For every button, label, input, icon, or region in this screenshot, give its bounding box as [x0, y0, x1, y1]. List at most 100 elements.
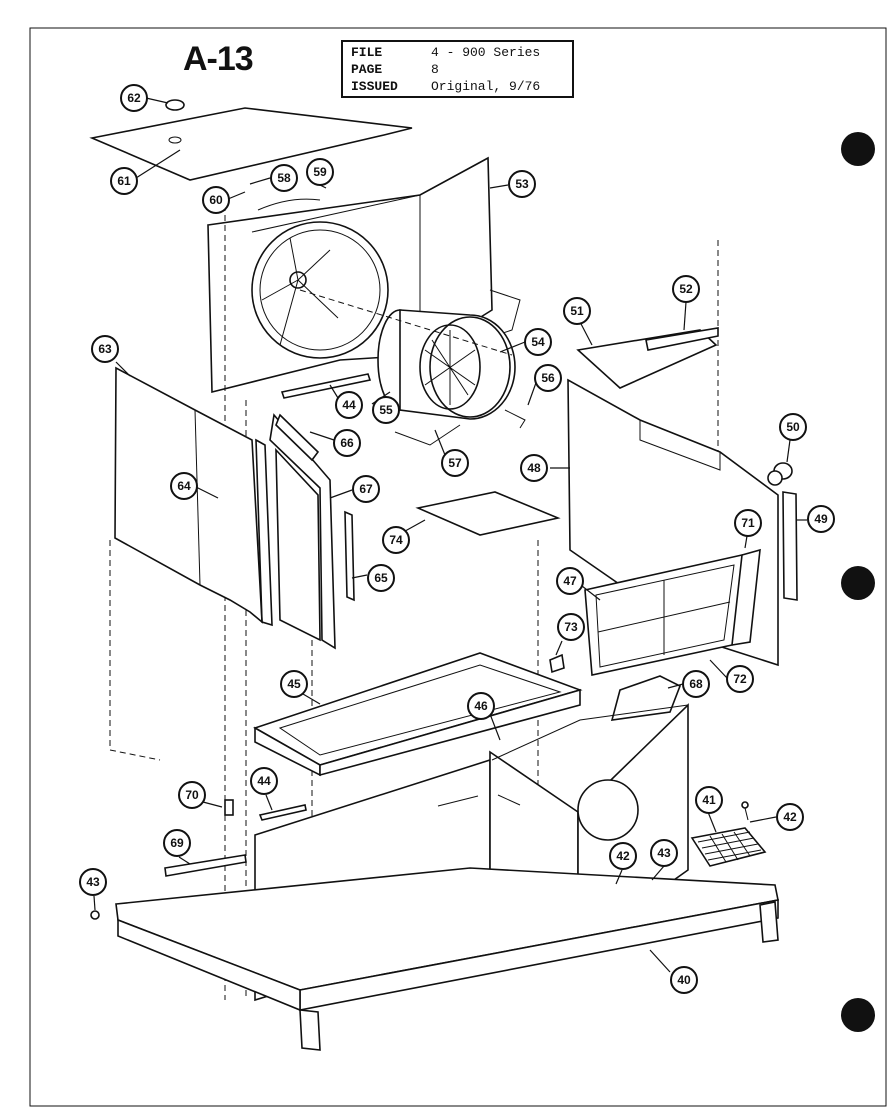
callout-45: 45 [280, 670, 308, 698]
callout-label: 69 [170, 836, 184, 850]
callout-label: 66 [340, 436, 354, 450]
binder-hole-icon [841, 566, 875, 600]
info-value: 8 [431, 62, 439, 77]
callout-label: 50 [786, 420, 800, 434]
callout-label: 63 [98, 342, 112, 356]
callout-label: 46 [474, 699, 488, 713]
callout-label: 54 [531, 335, 545, 349]
callout-label: 64 [177, 479, 191, 493]
callout-label: 53 [515, 177, 529, 191]
callout-60: 60 [202, 186, 230, 214]
callout-65: 65 [367, 564, 395, 592]
callout-label: 65 [374, 571, 388, 585]
callout-label: 56 [541, 371, 555, 385]
page-border [29, 27, 887, 1107]
info-value: 4 - 900 Series [431, 45, 541, 60]
callout-58: 58 [270, 164, 298, 192]
callout-52: 52 [672, 275, 700, 303]
callout-49: 49 [807, 505, 835, 533]
callout-label: 74 [389, 533, 403, 547]
callout-label: 41 [702, 793, 716, 807]
callout-label: 43 [657, 846, 671, 860]
cap-icon [165, 99, 185, 111]
callout-label: 73 [564, 620, 578, 634]
callout-62: 62 [120, 84, 148, 112]
callout-label: 57 [448, 456, 462, 470]
screw-icon [744, 807, 749, 821]
callout-label: 58 [277, 171, 291, 185]
partition-bracket [269, 413, 355, 650]
callout-label: 68 [689, 677, 703, 691]
callout-56: 56 [534, 364, 562, 392]
callout-label: 61 [117, 174, 131, 188]
callout-40: 40 [670, 966, 698, 994]
info-key: FILE [351, 45, 383, 60]
callout-71: 71 [734, 509, 762, 537]
motor-mount-icon [577, 779, 639, 841]
callout-42-right: 42 [776, 803, 804, 831]
callout-label: 44 [257, 774, 271, 788]
callout-53: 53 [508, 170, 536, 198]
callout-43-lower: 43 [650, 839, 678, 867]
control-knob [767, 462, 793, 486]
callout-label: 42 [616, 849, 630, 863]
callout-42-lower: 42 [609, 842, 637, 870]
spacer [224, 799, 234, 816]
callout-48: 48 [520, 454, 548, 482]
grille [690, 827, 767, 867]
callout-label: 52 [679, 282, 693, 296]
callout-label: 51 [570, 304, 584, 318]
callout-69: 69 [163, 829, 191, 857]
callout-label: 44 [342, 398, 356, 412]
callout-68: 68 [682, 670, 710, 698]
callout-label: 60 [209, 193, 223, 207]
callout-54: 54 [524, 328, 552, 356]
sheet-title: A-13 [183, 40, 254, 78]
callout-label: 67 [359, 482, 373, 496]
callout-64: 64 [170, 472, 198, 500]
callout-73: 73 [557, 613, 585, 641]
callout-72: 72 [726, 665, 754, 693]
callout-63: 63 [91, 335, 119, 363]
callout-67: 67 [352, 475, 380, 503]
callout-label: 71 [741, 516, 755, 530]
strip [164, 854, 247, 877]
clip [549, 653, 565, 674]
callout-label: 49 [814, 512, 828, 526]
mounting-bracket [782, 491, 798, 601]
top-insulation-panel [253, 652, 583, 777]
callout-44-upper: 44 [335, 391, 363, 419]
callout-label: 47 [563, 574, 577, 588]
left-side-panel [114, 366, 273, 627]
screw-icon [741, 801, 749, 809]
info-value: Original, 9/76 [431, 79, 541, 94]
callout-59: 59 [306, 158, 334, 186]
callout-label: 40 [677, 973, 691, 987]
callout-50: 50 [779, 413, 807, 441]
callout-51: 51 [563, 297, 591, 325]
info-row-issued: ISSUED Original, 9/76 [351, 78, 572, 95]
binder-hole-icon [841, 132, 875, 166]
top-cover [89, 99, 413, 181]
info-row-file: FILE 4 - 900 Series [351, 44, 572, 61]
strip [280, 373, 372, 399]
axis-line [299, 289, 513, 356]
info-key: ISSUED [351, 79, 398, 94]
callout-label: 45 [287, 677, 301, 691]
drip-tray [415, 491, 561, 536]
blower-housing [377, 309, 526, 446]
callout-label: 62 [127, 91, 141, 105]
info-key: PAGE [351, 62, 383, 77]
callout-label: 72 [733, 672, 747, 686]
callout-label: 42 [783, 810, 797, 824]
callout-label: 70 [185, 788, 199, 802]
binder-hole-icon [841, 998, 875, 1032]
callout-44-lower: 44 [250, 767, 278, 795]
callout-41: 41 [695, 786, 723, 814]
air-filter [584, 548, 761, 676]
sheet-info-box: FILE 4 - 900 Series PAGE 8 ISSUED Original,… [341, 40, 574, 98]
callout-label: 59 [313, 165, 327, 179]
partition-piece [610, 675, 682, 721]
